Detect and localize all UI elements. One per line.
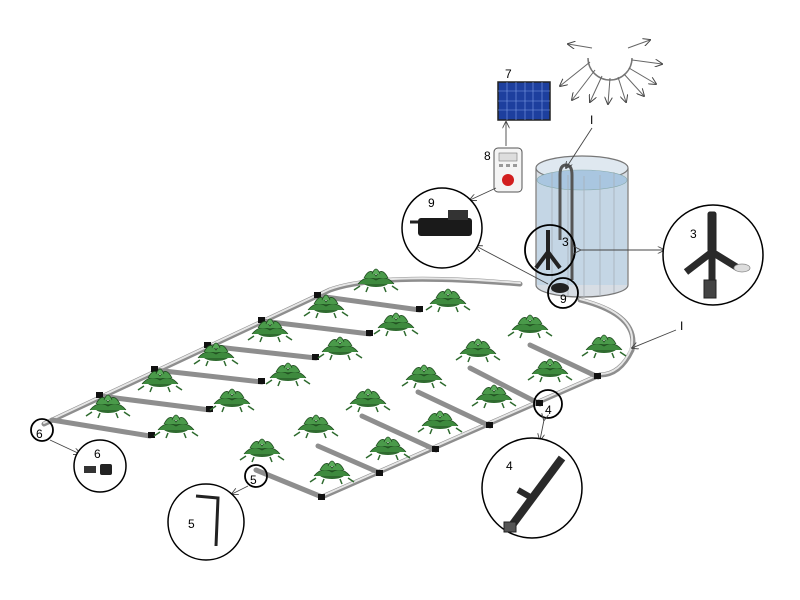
sun-icon (560, 40, 662, 104)
plant-icon (581, 334, 627, 359)
label-inline-detail: 4 (506, 459, 513, 473)
end-cap-detail-icon (84, 464, 112, 475)
inline-connector-detail-icon (503, 455, 566, 533)
dripper-detail-icon (195, 494, 220, 547)
pump-icon (551, 283, 569, 293)
label-tee-detail: 3 (690, 227, 697, 241)
callout-ring-6 (30, 418, 54, 442)
plant-icon (345, 388, 391, 413)
label-pump-detail: 9 (428, 196, 435, 210)
callout-ring-9 (547, 277, 579, 309)
label-tee-connector: 3 (562, 235, 569, 249)
controller-icon (493, 147, 523, 193)
plant-icon (365, 436, 411, 461)
plant-icon (293, 414, 339, 439)
tee-detail-icon (683, 211, 751, 299)
plant-icon (317, 336, 363, 361)
label-end-cap: 6 (36, 427, 43, 441)
plant-icon (153, 414, 199, 439)
label-end-cap-detail: 6 (94, 447, 101, 461)
label-solar-panel: 7 (505, 67, 512, 81)
label-inline-connector: 4 (545, 403, 552, 417)
label-main-line: I (680, 319, 683, 333)
plant-icon (507, 314, 553, 339)
plant-icon (425, 288, 471, 313)
plant-icon (373, 312, 419, 337)
label-controller: 8 (484, 149, 491, 163)
plant-icon (209, 388, 255, 413)
plant-icon (455, 338, 501, 363)
pipe-joints (96, 292, 601, 500)
detail-inline-circle (481, 437, 583, 539)
label-dripper: 5 (250, 473, 257, 487)
plant-icon (239, 438, 285, 463)
plant-icon (401, 364, 447, 389)
label-pump: 9 (560, 292, 567, 306)
plant-icon (417, 410, 463, 435)
callout-ring-5 (244, 464, 268, 488)
label-tank-pipe: I (590, 113, 593, 127)
solar-panel-icon (497, 81, 551, 121)
detail-dripper-circle (167, 483, 245, 561)
water-tank-icon (535, 155, 629, 298)
plant-icon (309, 460, 355, 485)
pump-detail-icon (410, 210, 472, 236)
label-dripper-detail: 5 (188, 517, 195, 531)
plant-icon (265, 362, 311, 387)
tee-connector-icon (534, 230, 562, 270)
